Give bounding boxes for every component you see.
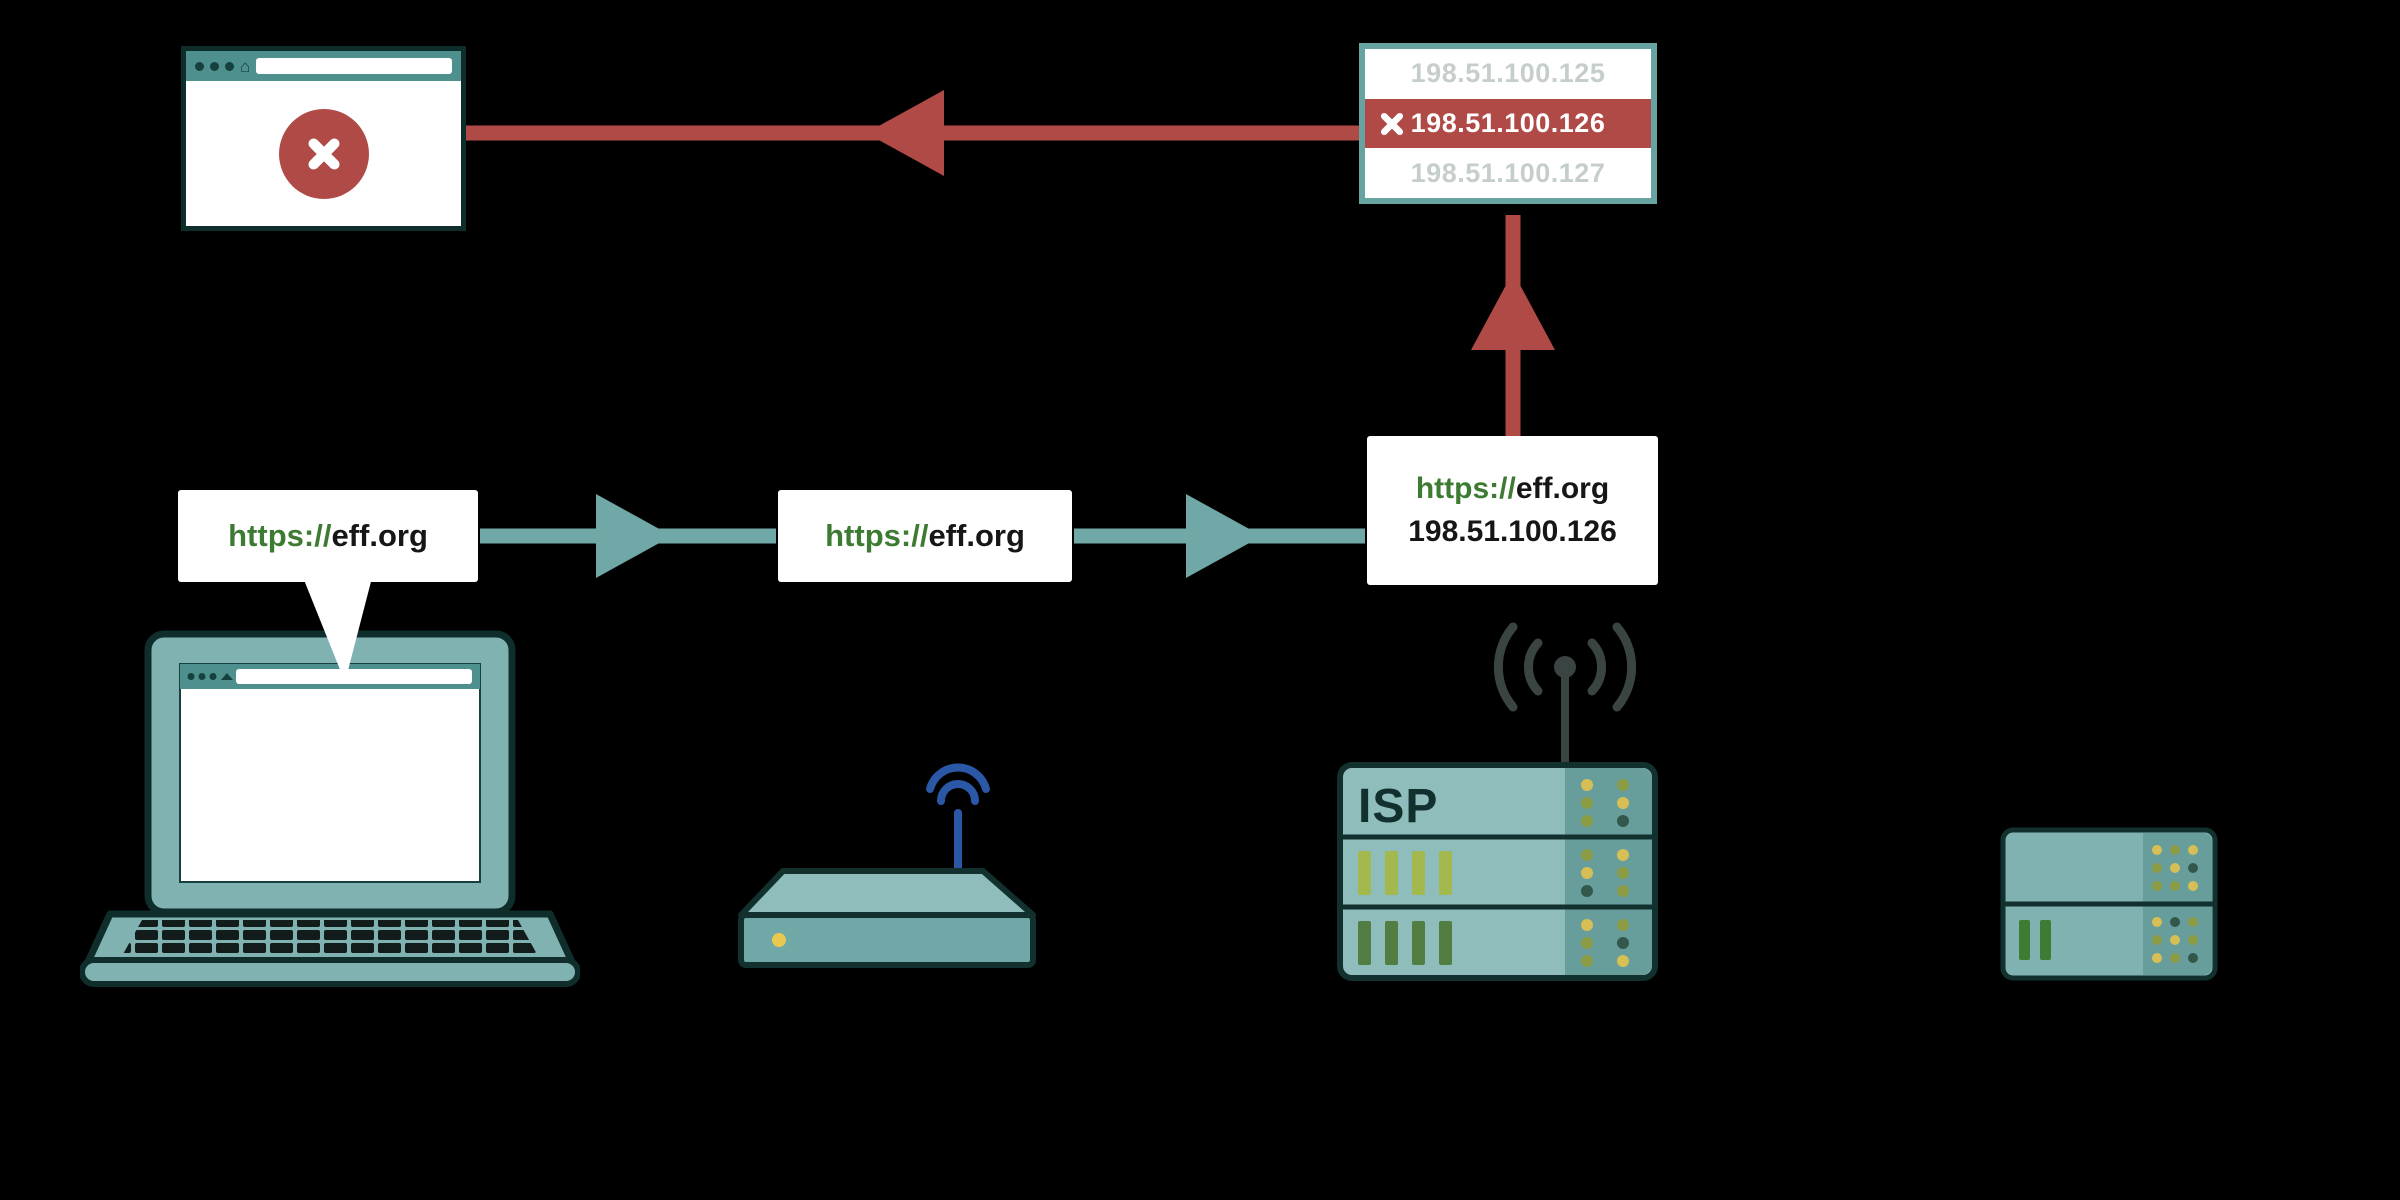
arrow-blocked-response — [462, 90, 1362, 176]
ip-row-blocked: 198.51.100.126 — [1365, 98, 1651, 149]
cross-icon — [307, 137, 340, 170]
browser-button-icon — [225, 61, 234, 71]
isp-bars-middle — [1358, 851, 1452, 895]
request-host: eff.org — [331, 518, 428, 553]
home-router — [738, 763, 1036, 968]
laptop-screen — [144, 630, 516, 916]
isp-bars-bottom — [1358, 921, 1452, 965]
request-bubble: https://eff.org — [178, 490, 478, 582]
home-icon: ⌂ — [240, 56, 251, 76]
isp-server: ISP — [1337, 622, 1658, 981]
blocked-error-icon — [278, 108, 369, 199]
request-host: eff.org — [928, 518, 1025, 553]
resolved-ip: 198.51.100.126 — [1408, 515, 1617, 548]
laptop — [80, 630, 580, 987]
browser-titlebar: ⌂ — [186, 51, 461, 81]
isp-rack: ISP — [1337, 762, 1658, 981]
router-front — [738, 912, 1036, 968]
router-led — [772, 933, 786, 947]
isp-antenna-tip — [1554, 656, 1576, 678]
cross-icon — [1380, 112, 1404, 135]
address-bar — [256, 58, 452, 74]
server-bars — [2019, 920, 2051, 960]
ip-blocklist: 198.51.100.125 198.51.100.126 198.51.100… — [1359, 43, 1657, 204]
ip-row: 198.51.100.125 — [1365, 49, 1651, 99]
laptop-browser-window — [179, 663, 481, 883]
arrow-request-router-to-isp — [1074, 494, 1365, 578]
request-protocol: https:// — [1415, 472, 1516, 505]
request-url-line: https://eff.org — [1416, 472, 1609, 506]
isp-label: ISP — [1358, 780, 1438, 833]
request-host: eff.org — [1515, 472, 1610, 505]
request-protocol: https:// — [825, 518, 929, 553]
ip-address: 198.51.100.126 — [1410, 108, 1606, 138]
ip-row: 198.51.100.127 — [1365, 148, 1651, 198]
server-status-leds — [2152, 845, 2198, 963]
speech-bubble-tail — [300, 570, 374, 682]
browser-button-icon — [187, 673, 195, 680]
browser-button-icon — [209, 673, 217, 680]
request-label-router: https://eff.org — [778, 490, 1072, 582]
laptop-base — [80, 910, 580, 987]
ip-address: 198.51.100.125 — [1410, 58, 1606, 89]
laptop-keyboard — [122, 920, 538, 956]
arrow-request-laptop-to-router — [480, 494, 776, 578]
router-top — [738, 868, 1036, 918]
browser-page — [186, 81, 461, 226]
request-label-isp: https://eff.org 198.51.100.126 — [1367, 436, 1658, 585]
address-bar — [236, 669, 472, 684]
router-wifi-icon — [926, 763, 990, 805]
arrow-lookup-to-blocklist — [1471, 215, 1555, 445]
browser-button-icon — [210, 61, 219, 71]
browser-error-window: ⌂ — [181, 46, 466, 231]
request-protocol: https:// — [228, 518, 332, 553]
browser-button-icon — [195, 61, 204, 71]
home-icon — [221, 673, 233, 680]
destination-server — [2000, 827, 2218, 981]
isp-broadcast-icon — [1493, 622, 1637, 712]
ip-address: 198.51.100.127 — [1410, 157, 1606, 188]
browser-button-icon — [198, 673, 206, 680]
isp-status-leds — [1581, 779, 1629, 967]
